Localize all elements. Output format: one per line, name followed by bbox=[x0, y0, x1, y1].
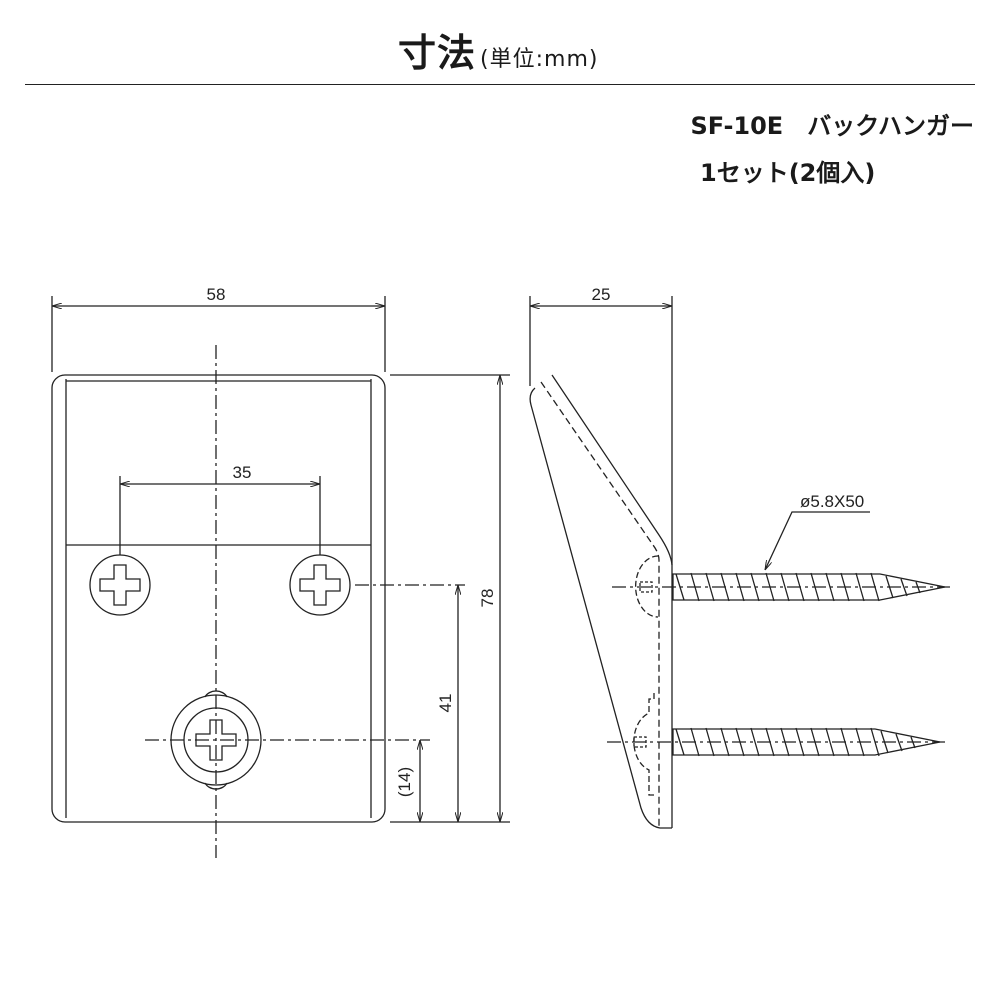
screw-leader bbox=[765, 511, 870, 570]
title-text: 寸法 bbox=[398, 31, 477, 75]
hanger-outline bbox=[529, 374, 673, 829]
front-view: 58 35 78 41 (14) bbox=[51, 285, 510, 858]
dim-hole-height: 41 bbox=[436, 694, 455, 713]
hanging-hole bbox=[170, 690, 262, 790]
hanger-hidden-line bbox=[540, 381, 660, 828]
side-view: 25 ø5.8X50 bbox=[529, 285, 950, 829]
dim-height: 78 bbox=[478, 589, 497, 608]
plate-inner-lines bbox=[65, 379, 372, 818]
screw-hole-right bbox=[289, 554, 351, 616]
divider bbox=[25, 84, 975, 85]
dim-depth: 25 bbox=[592, 285, 611, 304]
plate-outline bbox=[51, 374, 386, 823]
screw-upper bbox=[672, 572, 946, 602]
page-title: 寸法(単位:mm) bbox=[398, 22, 598, 77]
dim-hole-spacing: 35 bbox=[233, 463, 252, 482]
dim-width: 58 bbox=[207, 285, 226, 304]
product-name: SF-10E バックハンガー bbox=[690, 112, 975, 140]
screw-lower bbox=[672, 727, 941, 757]
screw-hole-left bbox=[89, 554, 151, 616]
dim-lower-hole: (14) bbox=[395, 767, 414, 797]
unit-label: (単位:mm) bbox=[480, 47, 599, 72]
screw-spec: ø5.8X50 bbox=[800, 492, 864, 511]
product-quantity: 1セット(2個入) bbox=[700, 159, 876, 187]
